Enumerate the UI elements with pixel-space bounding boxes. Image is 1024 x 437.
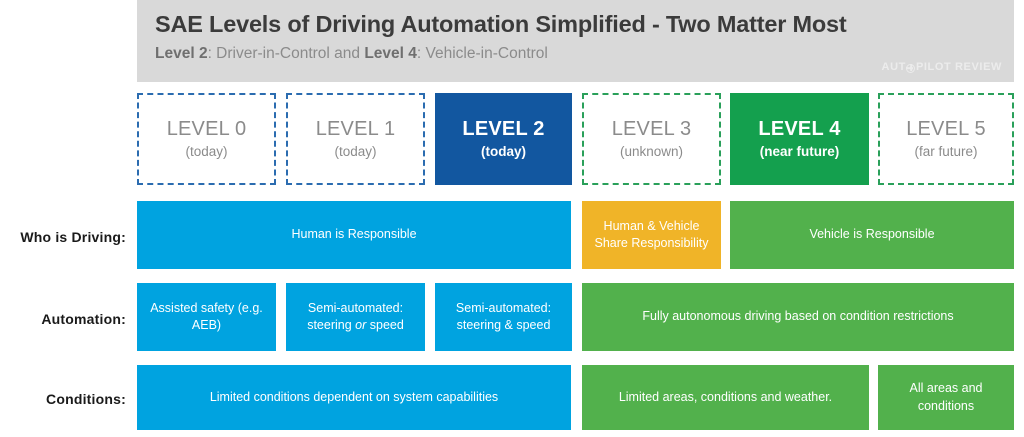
- subtitle-level2-rest: : Driver-in-Control and: [207, 45, 365, 62]
- cell-who-is-driving-1: Human & Vehicle Share Responsibility: [582, 201, 721, 269]
- level-card-5-sub: (far future): [914, 144, 978, 160]
- cell-automation-1-text: Semi-automated: steering or speed: [307, 300, 404, 332]
- level-card-3-sub: (unknown): [619, 144, 684, 160]
- subtitle-level4-bold: Level 4: [364, 45, 417, 62]
- cell-conditions-2: All areas and conditions: [878, 365, 1014, 430]
- row-label-who-is-driving: Who is Driving:: [20, 229, 126, 245]
- cell-who-is-driving-2: Vehicle is Responsible: [730, 201, 1014, 269]
- level-card-1[interactable]: LEVEL 1 (today): [286, 93, 425, 185]
- level-card-3[interactable]: LEVEL 3 (unknown): [582, 93, 721, 185]
- watermark-text-right: PILOT REVIEW: [915, 61, 1002, 73]
- steering-wheel-icon: [906, 63, 916, 73]
- level-card-3-title: LEVEL 3: [611, 118, 692, 141]
- cell-automation-1: Semi-automated: steering or speed: [286, 283, 425, 351]
- level-card-2[interactable]: LEVEL 2 (today): [435, 93, 572, 185]
- cell-automation-3: Fully autonomous driving based on condit…: [582, 283, 1014, 351]
- page-title: SAE Levels of Driving Automation Simplif…: [155, 11, 847, 37]
- row-label-conditions: Conditions:: [46, 391, 126, 407]
- level-card-2-title: LEVEL 2: [462, 118, 545, 141]
- level-card-0-sub: (today): [185, 144, 228, 160]
- level-card-1-title: LEVEL 1: [315, 118, 396, 141]
- subtitle-level2-bold: Level 2: [155, 45, 208, 62]
- watermark-text-left: AUT: [881, 61, 906, 73]
- level-card-2-sub: (today): [481, 144, 526, 160]
- level-card-4[interactable]: LEVEL 4 (near future): [730, 93, 869, 185]
- cell-conditions-1: Limited areas, conditions and weather.: [582, 365, 869, 430]
- row-label-automation: Automation:: [41, 311, 126, 327]
- subtitle-level4-rest: : Vehicle-in-Control: [416, 45, 548, 62]
- level-card-0-title: LEVEL 0: [166, 118, 247, 141]
- cell-automation-2: Semi-automated: steering & speed: [435, 283, 572, 351]
- level-card-4-title: LEVEL 4: [758, 118, 841, 141]
- level-card-1-sub: (today): [334, 144, 377, 160]
- watermark: AUT PILOT REVIEW: [882, 61, 1002, 73]
- header-band: SAE Levels of Driving Automation Simplif…: [137, 0, 1014, 82]
- cell-who-is-driving-0: Human is Responsible: [137, 201, 571, 269]
- cell-automation-0: Assisted safety (e.g. AEB): [137, 283, 276, 351]
- page-subtitle: Level 2: Driver-in-Control and Level 4: …: [155, 45, 548, 63]
- level-card-0[interactable]: LEVEL 0 (today): [137, 93, 276, 185]
- level-card-4-sub: (near future): [759, 144, 840, 160]
- cell-conditions-0: Limited conditions dependent on system c…: [137, 365, 571, 430]
- level-card-5[interactable]: LEVEL 5 (far future): [878, 93, 1014, 185]
- level-card-5-title: LEVEL 5: [906, 118, 986, 141]
